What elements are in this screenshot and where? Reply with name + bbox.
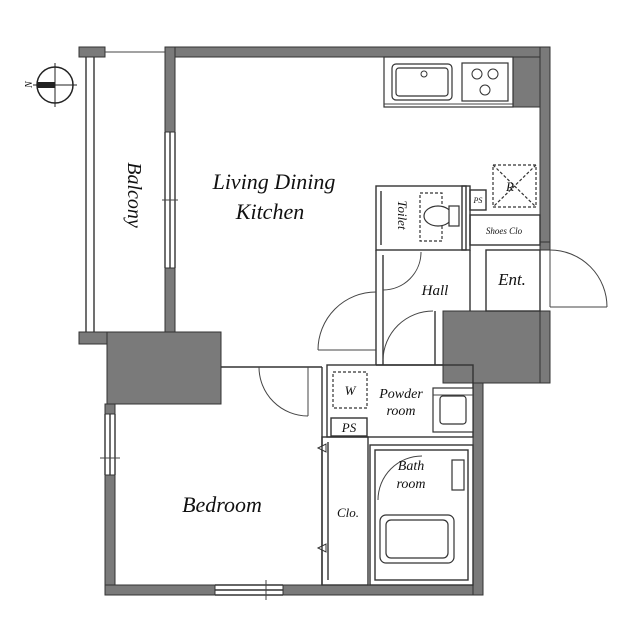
pipe-space-top: [469, 189, 487, 211]
entrance-label: Ent.: [497, 270, 526, 289]
ldk-label-2: Kitchen: [235, 199, 304, 224]
washer-label: W: [345, 383, 357, 398]
walls: [78, 46, 551, 596]
bath-room-label-2: room: [396, 477, 425, 492]
hall: [317, 250, 443, 366]
bedroom: [100, 366, 323, 600]
compass-icon: [33, 63, 77, 107]
pipe-space-mid: [330, 417, 368, 437]
toilet-room: [375, 185, 471, 251]
bedroom-label: Bedroom: [182, 492, 262, 517]
compass-north-label: N: [24, 80, 35, 89]
pipe-space-mid-label: PS: [341, 420, 357, 435]
powder-room: [326, 364, 474, 438]
powder-room-label-1: Powder: [378, 387, 423, 402]
bath-room-label-1: Bath: [398, 459, 424, 474]
stove-icon: [461, 62, 509, 102]
powder-room-label-2: room: [386, 404, 415, 419]
pipe-space-top-label: PS: [473, 196, 483, 205]
refrigerator-label: R: [505, 179, 514, 194]
closet-label: Clo.: [337, 505, 359, 520]
balcony: [85, 51, 165, 332]
bath-room: [369, 444, 474, 586]
ldk-window: [162, 132, 178, 268]
shoes-closet-label: Shoes Clo: [486, 226, 523, 236]
ldk-label-1: Living Dining: [212, 169, 336, 194]
shoes-closet: [469, 214, 541, 246]
hall-label: Hall: [421, 283, 449, 299]
balcony-label: Balcony: [123, 162, 145, 228]
entrance: [469, 249, 608, 312]
refrigerator-space: [492, 164, 537, 208]
toilet-label: Toilet: [395, 200, 410, 230]
